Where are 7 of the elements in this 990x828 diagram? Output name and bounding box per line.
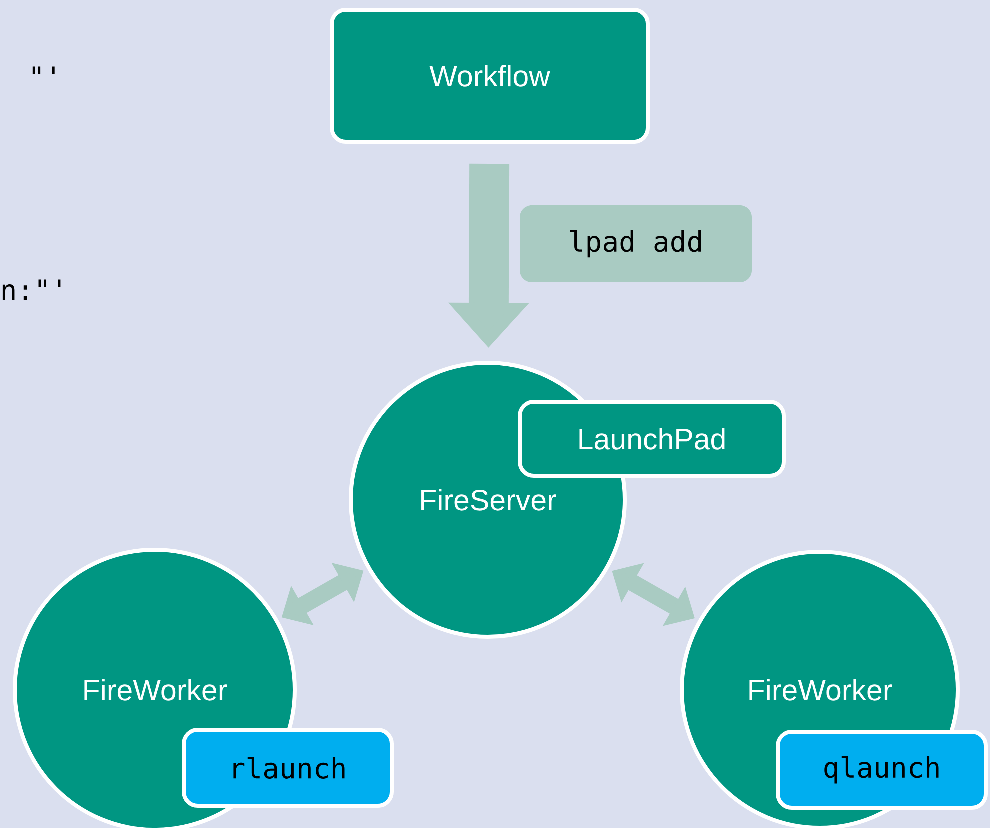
component-box: LaunchPad: [518, 400, 786, 478]
edge-label: lpad add: [520, 206, 752, 282]
process-box: Workflow: [330, 8, 650, 144]
code-fragment: n:"': [2, 280, 61, 300]
command-box: qlaunch: [776, 730, 988, 810]
code-fragment: "': [32, 66, 55, 74]
command-box: rlaunch: [182, 728, 394, 808]
